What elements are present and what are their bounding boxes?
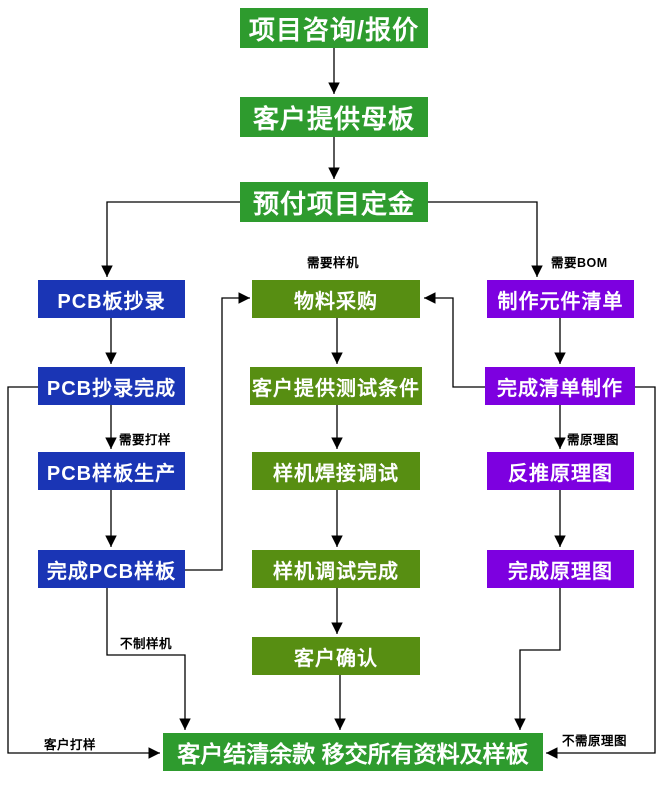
edge-label-need-prototype: 需要样机 [307, 256, 360, 270]
node-provide-motherboard: 客户提供母板 [240, 97, 428, 137]
node-bom-create: 制作元件清单 [487, 280, 634, 318]
edge-label-need-sampling: 需要打样 [119, 433, 172, 447]
edge-sample-done-to-material [185, 292, 250, 571]
edge-deposit-to-pcb-copy [101, 201, 240, 277]
node-final-settlement: 客户结清余款 移交所有资料及样板 [163, 733, 543, 771]
node-test-conditions: 客户提供测试条件 [250, 367, 422, 405]
node-prototype-debug-done: 样机调试完成 [252, 550, 420, 588]
edge-sample-done-to-final-no-prototype [106, 588, 191, 730]
node-deposit: 预付项目定金 [240, 182, 428, 222]
node-pcb-sample-production: PCB样板生产 [38, 452, 185, 490]
node-pcb-copy: PCB板抄录 [38, 280, 185, 318]
edge-label-no-schematic: 不需原理图 [562, 734, 628, 748]
edge-label-customer-sampling: 客户打样 [44, 738, 97, 752]
node-bom-done: 完成清单制作 [485, 367, 635, 405]
edge-deposit-to-bom-create [428, 201, 543, 277]
node-schematic-done: 完成原理图 [487, 550, 634, 588]
node-pcb-copy-done: PCB抄录完成 [38, 367, 185, 405]
edge-schematic-done-to-final [514, 588, 561, 730]
node-consult: 项目咨询/报价 [240, 8, 428, 48]
node-prototype-solder-debug: 样机焊接调试 [252, 452, 420, 490]
node-customer-confirm: 客户确认 [252, 637, 420, 675]
node-pcb-sample-done: 完成PCB样板 [38, 550, 185, 588]
edge-label-no-prototype: 不制样机 [120, 637, 173, 651]
edge-label-need-schematic: 需原理图 [567, 433, 620, 447]
node-schematic-reverse: 反推原理图 [487, 452, 634, 490]
edge-bom-done-to-final-no-schematic [546, 386, 656, 759]
edge-copy-done-to-final-customer-sampling [7, 386, 160, 759]
node-material-purchase: 物料采购 [252, 280, 420, 318]
edge-bom-done-to-material [424, 292, 485, 388]
edge-label-need-bom: 需要BOM [551, 256, 608, 270]
